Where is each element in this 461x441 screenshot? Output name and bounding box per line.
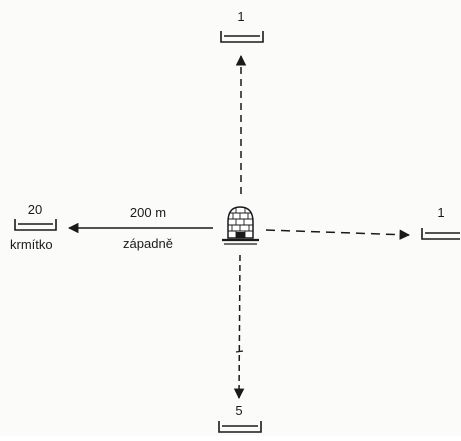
arrow-south-tick (235, 350, 244, 353)
feeder-south: 5 (218, 403, 262, 433)
arrow-south (233, 254, 245, 400)
feeder-west: 20 krmítko (10, 202, 57, 252)
feeder-east-count: 1 (437, 205, 444, 220)
feeder-north-count: 1 (237, 9, 244, 24)
arrow-east (265, 229, 411, 240)
arrow-west-distance: 200 m (130, 205, 166, 220)
feeder-east: 1 (421, 205, 460, 240)
feeder-dish-icon (218, 421, 262, 433)
feeder-west-count: 20 (28, 202, 42, 217)
arrow-west-direction: západně (123, 236, 173, 251)
feeder-west-name: krmítko (10, 237, 53, 252)
feeder-south-count: 5 (235, 403, 242, 418)
feeder-dish-icon (220, 31, 264, 43)
feeder-north: 1 (220, 9, 264, 43)
feeder-dish-icon (421, 228, 460, 240)
beehive-icon (222, 206, 259, 245)
feeder-dish-icon (14, 219, 57, 231)
